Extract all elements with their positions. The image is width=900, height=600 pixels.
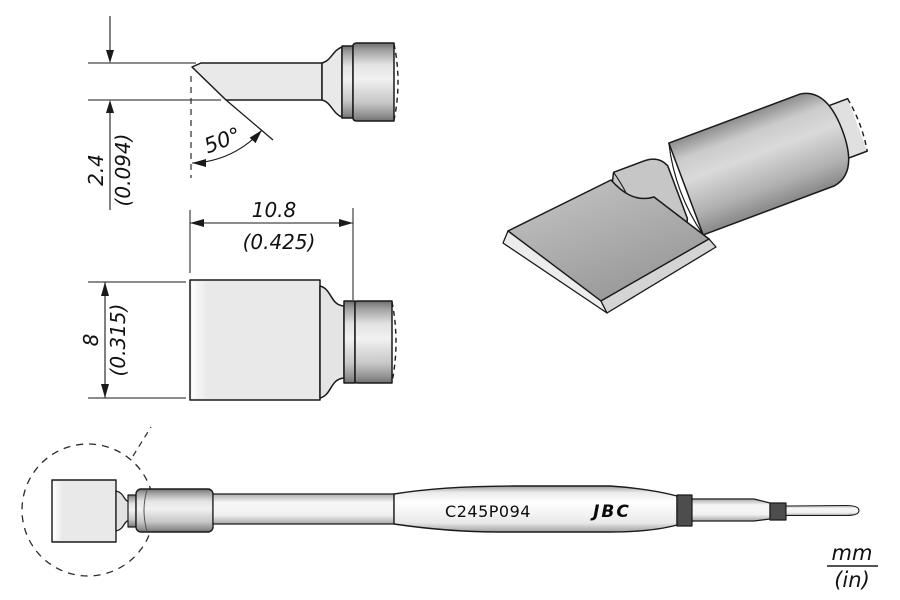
cartridge-view: C245P094 JBC	[21, 426, 860, 577]
top-blade-highlight	[191, 281, 207, 399]
cart-handle	[393, 485, 678, 533]
side-cap-hidden-edge	[393, 43, 399, 121]
cart-collar	[127, 494, 137, 528]
units-legend: mm (in)	[827, 541, 878, 592]
dim-thickness-mm: 2.4	[84, 154, 108, 186]
angle-label: 50°	[201, 123, 244, 159]
top-view: 10.8 (0.425) 8 (0.315)	[79, 198, 397, 401]
side-collar	[341, 45, 354, 119]
model-label: C245P094	[445, 502, 531, 521]
iso-cylinder	[668, 92, 850, 236]
top-blade-outline	[189, 279, 321, 401]
dim-width: 8 (0.315)	[79, 281, 186, 399]
top-collar	[343, 300, 356, 384]
detail-leader-line	[132, 426, 152, 457]
cart-shaft	[212, 493, 395, 525]
cart-blade-highlight	[53, 481, 63, 541]
cart-band-rear	[769, 502, 787, 521]
units-mm: mm	[832, 541, 873, 565]
iso-blade-top	[507, 179, 710, 302]
top-neck	[319, 285, 345, 399]
dim-width-mm: 8	[79, 334, 103, 347]
dim-thickness-in: (0.094)	[111, 134, 135, 207]
brand-logo: JBC	[590, 502, 631, 522]
side-blade-outline	[191, 62, 323, 101]
cart-barrel-edge	[143, 489, 148, 532]
side-view: 2.4 (0.094) 50°	[84, 16, 399, 210]
cart-rear-tube	[691, 498, 771, 522]
dim-length-in: (0.425)	[243, 230, 316, 254]
iso-blade-bevel	[600, 238, 717, 314]
dim-thickness: 2.4 (0.094)	[84, 16, 221, 210]
side-neck	[321, 46, 343, 118]
top-cap-hidden-edge	[391, 301, 397, 383]
units-in: (in)	[834, 568, 870, 592]
cart-band-front	[676, 494, 693, 527]
cart-rod	[785, 504, 860, 517]
top-cap	[354, 300, 393, 384]
iso-view	[502, 92, 868, 314]
dim-length-mm: 10.8	[252, 198, 297, 222]
dim-width-in: (0.315)	[106, 304, 130, 377]
side-cap	[352, 42, 395, 122]
dim-length: 10.8 (0.425)	[189, 198, 354, 300]
cart-barrel	[135, 488, 214, 533]
